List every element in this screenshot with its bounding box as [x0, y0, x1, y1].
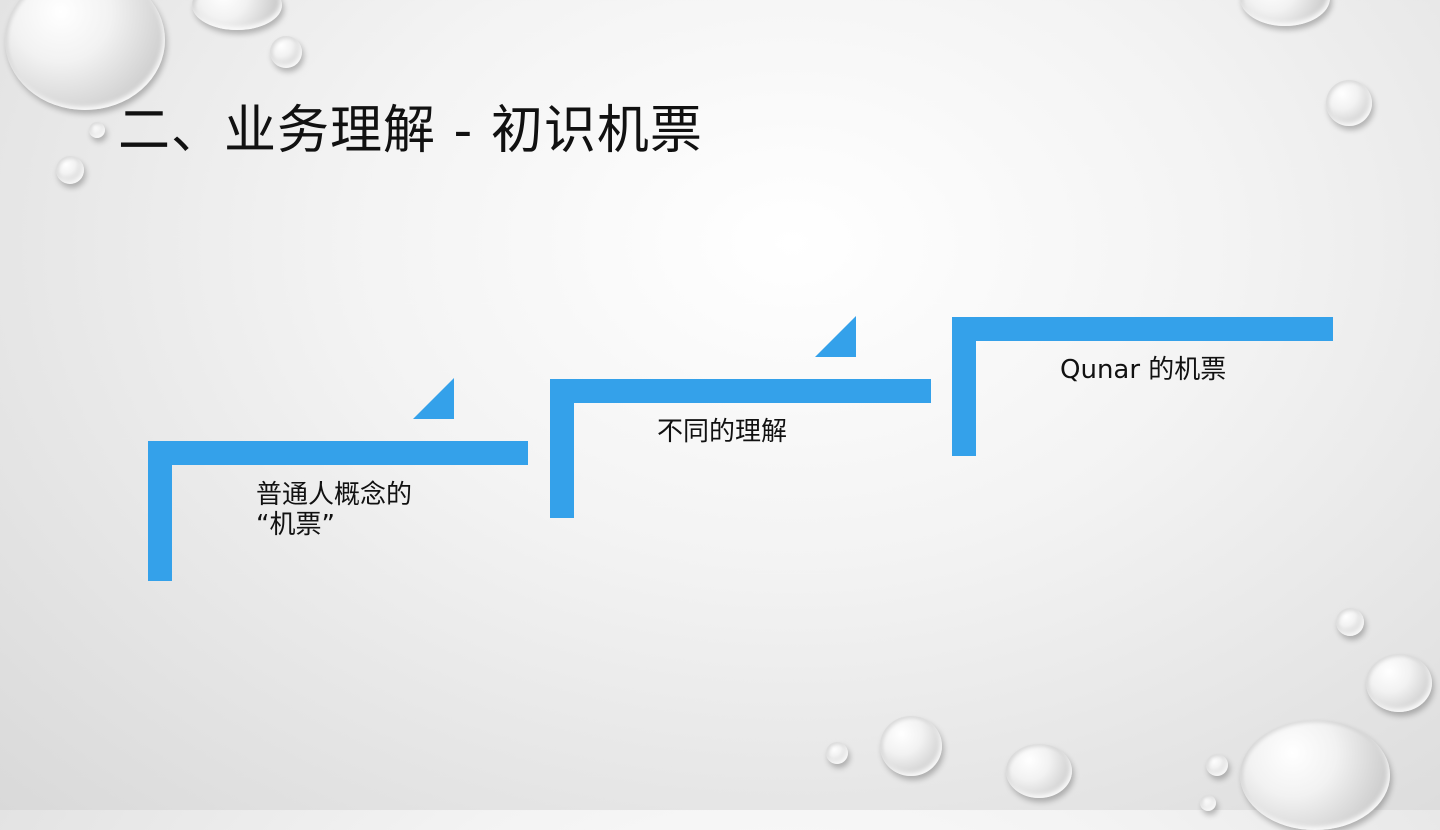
slide-title: 二、业务理解 - 初识机票 [118, 88, 703, 163]
water-drop-icon [89, 122, 105, 138]
step-1-label-line1: 普通人概念的 [256, 480, 412, 510]
water-drop-icon [270, 36, 302, 68]
water-drop-icon [1200, 795, 1216, 811]
water-drop-icon [1206, 754, 1228, 776]
step-1-corner-triangle [413, 378, 454, 419]
water-drop-icon [1240, 720, 1390, 830]
slide-canvas: 二、业务理解 - 初识机票 普通人概念的 “机票” 不同的理解 Qunar 的机… [0, 0, 1440, 810]
water-drop-icon [1366, 654, 1432, 712]
water-drop-icon [1006, 744, 1072, 798]
step-3-bracket-vertical [952, 317, 976, 456]
step-2-bracket-horizontal [550, 379, 931, 403]
water-drop-icon [1336, 608, 1364, 636]
water-drop-icon [192, 0, 282, 30]
water-drop-icon [880, 716, 942, 776]
step-3-bracket-horizontal [952, 317, 1333, 341]
step-1-label-line2: “机票” [256, 510, 412, 540]
water-drop-icon [1240, 0, 1330, 26]
step-1-label: 普通人概念的 “机票” [256, 480, 412, 540]
step-2-label: 不同的理解 [657, 417, 787, 447]
water-drop-icon [56, 156, 84, 184]
step-3-label: Qunar 的机票 [1060, 355, 1226, 385]
step-2-bracket-vertical [550, 379, 574, 518]
water-drop-icon [1326, 80, 1372, 126]
step-1-bracket-vertical [148, 441, 172, 581]
step-2-corner-triangle [815, 316, 856, 357]
step-1-bracket-horizontal [148, 441, 528, 465]
water-drop-icon [826, 742, 848, 764]
